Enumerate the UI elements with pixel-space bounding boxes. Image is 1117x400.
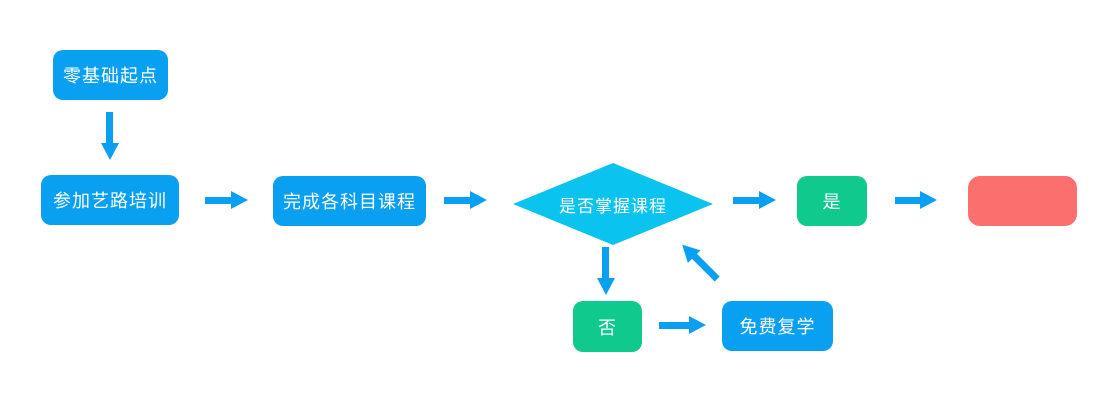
arrow-down-icon	[101, 112, 119, 160]
arrow-right-icon	[444, 191, 487, 209]
arrow-stem	[106, 112, 114, 146]
arrow-stem	[205, 196, 234, 204]
node-yes: 是	[797, 176, 867, 226]
arrow-right-icon	[659, 316, 706, 334]
arrow-up-left-icon	[675, 238, 723, 285]
node-decision-diamond: 是否掌握课程	[513, 163, 713, 245]
arrow-head	[920, 191, 937, 209]
node-decision-label: 是否掌握课程	[559, 196, 667, 216]
node-restudy: 免费复学	[722, 301, 833, 351]
node-restudy-label: 免费复学	[739, 317, 816, 337]
arrow-head	[101, 143, 119, 160]
node-start-label: 零基础起点	[63, 66, 158, 86]
arrow-right-icon	[895, 191, 937, 209]
arrow-head	[470, 191, 487, 209]
arrow-stem	[733, 196, 762, 204]
arrow-stem	[602, 247, 610, 281]
arrow-stem	[444, 196, 473, 204]
arrow-head	[759, 191, 776, 209]
node-yes-label: 是	[822, 192, 842, 212]
arrow-head	[597, 278, 615, 295]
arrow-head	[231, 191, 248, 209]
node-end	[968, 176, 1077, 226]
arrow-stem	[895, 196, 923, 204]
arrow-head	[689, 316, 706, 334]
node-no-label: 否	[598, 317, 617, 338]
arrow-stem	[659, 321, 692, 329]
node-courses: 完成各科目课程	[273, 176, 426, 226]
arrow-right-icon	[205, 191, 248, 209]
arrow-down-icon	[597, 247, 615, 295]
node-training-label: 参加艺路培训	[53, 191, 167, 211]
node-no: 否	[573, 301, 642, 352]
node-courses-label: 完成各科目课程	[283, 192, 416, 212]
arrow-right-icon	[733, 191, 776, 209]
node-start: 零基础起点	[53, 50, 168, 100]
node-training: 参加艺路培训	[41, 175, 179, 225]
